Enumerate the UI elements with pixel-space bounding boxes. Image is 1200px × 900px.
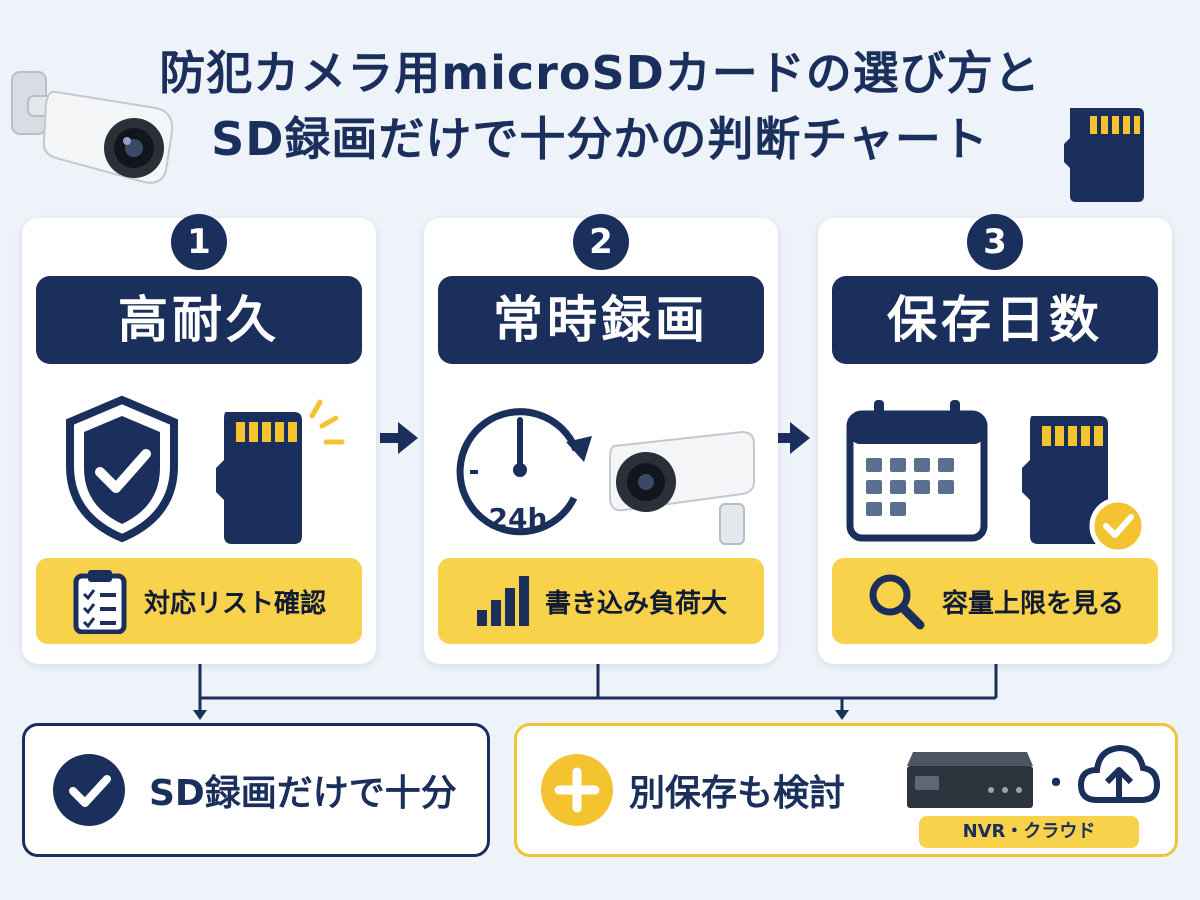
clock-and-camera-illustration: 24h [456, 408, 755, 545]
arrow-right-icon [380, 422, 418, 454]
plus-circle-icon [541, 754, 613, 826]
step-card-continuous-recording: 2 常時録画 24h 書き込み負荷大 [424, 214, 778, 664]
cloud-upload-icon [1077, 744, 1161, 803]
step-note-text: 対応リスト確認 [143, 588, 326, 619]
calendar-icon [846, 400, 988, 542]
result-label: 別保存も検討 [629, 773, 846, 814]
step-heading: 保存日数 [832, 276, 1158, 364]
step-card-durability: 1 高耐久 [22, 214, 376, 664]
clock-label: 24h [489, 502, 548, 535]
step-number-badge: 3 [967, 214, 1023, 270]
page-title: 防犯カメラ用microSDカードの選び方と SD録画だけで十分かの判断チャート [0, 40, 1200, 172]
sparkle-icon [309, 399, 345, 445]
step-heading: 常時録画 [438, 276, 764, 364]
step-card-retention-days: 3 保存日数 [818, 214, 1172, 664]
title-line-1: 防犯カメラ用microSDカードの選び方と [159, 46, 1041, 100]
step-note-text: 書き込み負荷大 [544, 588, 727, 619]
nvr-recorder-icon [907, 752, 1033, 808]
shield-check-icon [66, 395, 178, 543]
bar-chart-icon [476, 576, 529, 626]
arrow-right-icon [772, 422, 810, 454]
result-label: SD録画だけで十分 [149, 773, 457, 814]
magnifier-icon [869, 574, 925, 630]
step-note: 書き込み負荷大 [438, 558, 764, 644]
microsd-card-icon [216, 412, 302, 544]
separator-dot: ・ [1039, 764, 1073, 804]
security-camera-icon [11, 71, 174, 184]
step-note-text: 容量上限を見る [941, 588, 1124, 619]
result-consider-backup: 別保存も検討 ・ NVR・クラウド [514, 723, 1178, 857]
step-heading: 高耐久 [36, 276, 362, 364]
check-circle-icon [53, 754, 125, 826]
security-camera-icon [609, 430, 755, 545]
shield-check-and-card-illustration [66, 395, 345, 544]
step-number-badge: 2 [573, 214, 629, 270]
clipboard-checklist-icon [73, 570, 127, 634]
title-line-2: SD録画だけで十分かの判断チャート [211, 112, 989, 166]
clock-24h-icon: 24h [456, 408, 592, 536]
step-note: 対応リスト確認 [36, 558, 362, 644]
step-number-badge: 1 [171, 214, 227, 270]
calendar-and-card-illustration [846, 400, 1147, 555]
check-circle-icon [1089, 497, 1147, 555]
result-sd-sufficient: SD録画だけで十分 [22, 723, 490, 857]
step-note: 容量上限を見る [832, 558, 1158, 644]
backup-options-tag: NVR・クラウド [919, 816, 1139, 848]
microsd-card-icon [1064, 108, 1144, 202]
microsd-card-icon [1022, 416, 1108, 544]
